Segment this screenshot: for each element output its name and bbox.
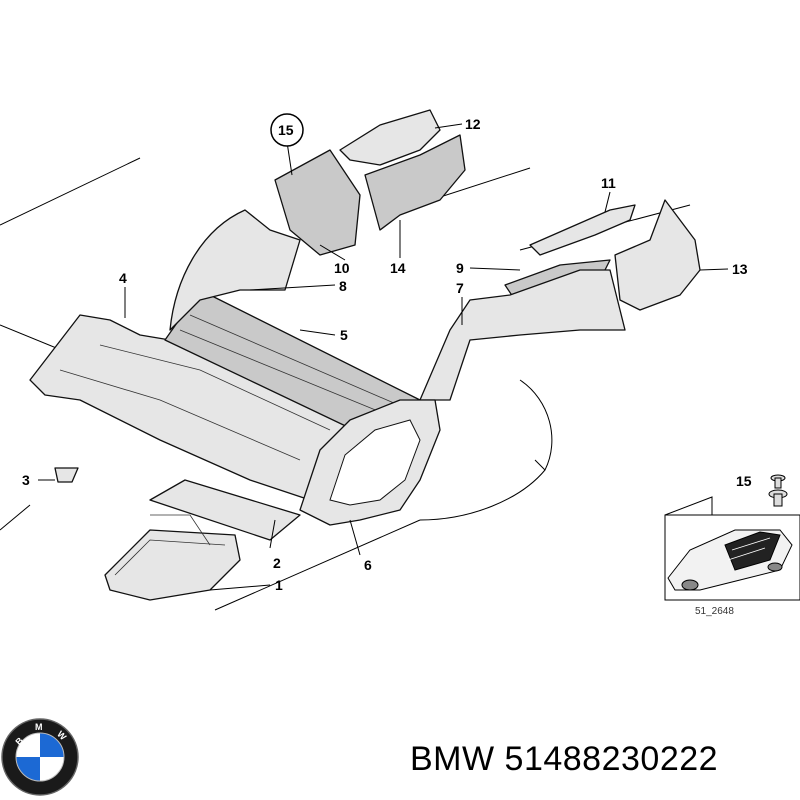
part-1-floor-tray [104, 514, 241, 601]
part-15-side-panel [274, 149, 361, 256]
callout-2: 2 [273, 555, 281, 571]
svg-text:M: M [35, 722, 43, 732]
callout-14: 14 [390, 260, 406, 276]
callout-15-circle [270, 113, 304, 147]
caption-part-number: 51488230222 [504, 740, 719, 778]
car-overview-icon [667, 529, 793, 591]
leader-lines [38, 123, 729, 591]
part-14-rear-panel [364, 134, 466, 231]
callout-3: 3 [22, 472, 30, 488]
caption-brand: BMW [410, 740, 495, 778]
clip-fastener-icon [768, 474, 788, 507]
callout-7: 7 [456, 280, 464, 296]
inset-callout-15: 15 [736, 473, 752, 489]
callout-10: 10 [334, 260, 350, 276]
part-11-strip [529, 204, 636, 256]
part-12-upper-panel [339, 109, 441, 166]
callout-15: 15 [278, 122, 294, 138]
callout-12: 12 [465, 116, 481, 132]
bmw-roundel-logo: B M W [1, 718, 79, 796]
callout-11: 11 [601, 175, 616, 191]
callout-4: 4 [119, 270, 127, 286]
part-8-wheelhouse-trim [169, 209, 301, 331]
part-7-side-trim [419, 269, 626, 401]
inset-panel: 15 51_2648 [664, 473, 800, 617]
part-3-clip [54, 467, 79, 483]
part-caption: BMW 51488230222 [410, 740, 718, 779]
part-4-floor-carpet [29, 314, 351, 501]
callout-1: 1 [275, 577, 283, 593]
callout-6: 6 [364, 557, 372, 573]
callout-9: 9 [456, 260, 464, 276]
inset-ref-code: 51_2648 [695, 606, 734, 617]
callout-13: 13 [732, 261, 748, 277]
callout-5: 5 [340, 327, 348, 343]
part-2-floor-strip [149, 479, 301, 541]
callout-8: 8 [339, 278, 347, 294]
